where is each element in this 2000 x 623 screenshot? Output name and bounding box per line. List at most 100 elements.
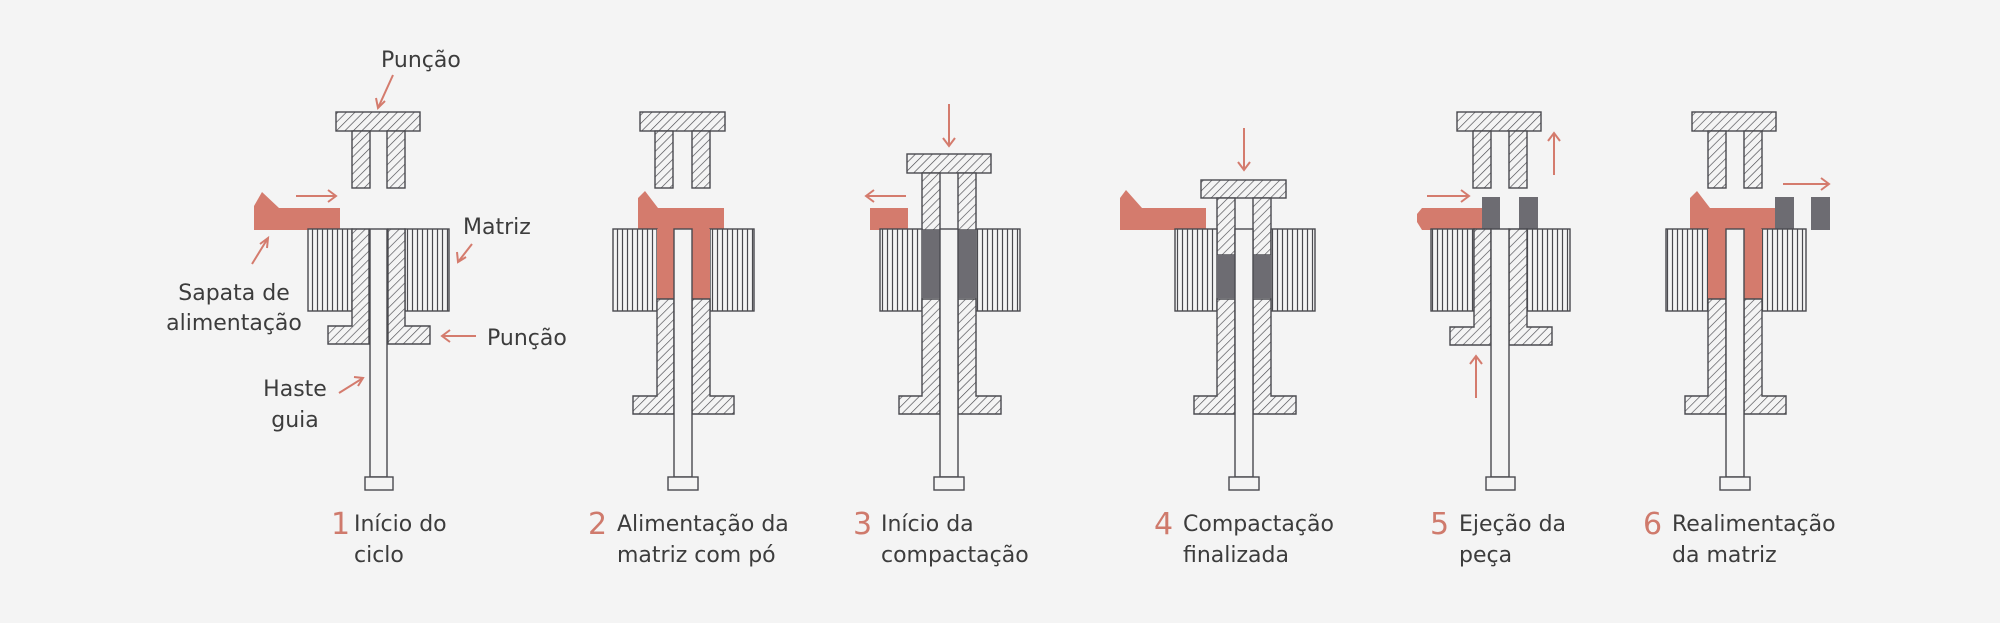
- step-number: 1: [331, 507, 350, 542]
- die-left: [1174, 228, 1218, 312]
- label-die: Matriz: [463, 215, 531, 240]
- ejected-part: [1519, 197, 1538, 230]
- rod-base: [933, 476, 965, 491]
- step-caption-line1: Início do: [354, 512, 447, 537]
- rod-base: [1485, 476, 1516, 491]
- upper-punch-leg: [654, 130, 674, 189]
- lower-punch-left: [632, 298, 675, 415]
- die-left: [1430, 228, 1475, 312]
- lower-punch-left: [1193, 298, 1236, 415]
- label-guide-rod-line1: Haste: [263, 377, 327, 402]
- rod-base: [1228, 476, 1260, 491]
- guide-rod: [939, 228, 959, 478]
- upper-punch-leg: [386, 130, 406, 189]
- upper-punch-plate: [1200, 179, 1287, 199]
- powder-compact: [1253, 255, 1271, 298]
- lower-punch-right: [1743, 298, 1787, 415]
- step-caption-line2: da matriz: [1672, 543, 1777, 568]
- upper-punch-leg: [921, 172, 941, 231]
- lower-punch-right: [1252, 298, 1297, 415]
- die-left: [307, 228, 353, 312]
- step-caption-line1: Realimentação: [1672, 512, 1836, 537]
- lower-punch-left: [327, 228, 370, 345]
- lower-punch-left: [1684, 298, 1727, 415]
- step-number: 6: [1643, 507, 1662, 542]
- feed-shoe: [254, 192, 340, 230]
- upper-punch-plate: [906, 153, 992, 174]
- punch-callout-arrow: [377, 74, 394, 109]
- rod-base: [1719, 476, 1751, 491]
- step-captions: 1 Início do ciclo 2 Alimentação da matri…: [331, 507, 1836, 568]
- guide-rod-callout-arrow: [338, 377, 364, 394]
- label-guide-rod-line2: guia: [271, 408, 319, 433]
- rod-base: [667, 476, 699, 491]
- upper-punch-leg: [1216, 197, 1236, 256]
- step-number: 4: [1154, 507, 1173, 542]
- feed-shoe: [1690, 191, 1776, 230]
- upper-punch-plate: [335, 111, 421, 132]
- ejected-part: [1482, 197, 1500, 230]
- feed-shoe-callout-arrow: [251, 237, 269, 265]
- step-number: 3: [853, 507, 872, 542]
- upper-punch-leg: [957, 172, 977, 231]
- die-right: [1761, 228, 1807, 312]
- die-left: [879, 228, 923, 312]
- upper-punch-leg: [1707, 130, 1727, 189]
- step-caption-line2: ciclo: [354, 543, 404, 568]
- guide-rod: [369, 228, 388, 478]
- die-right: [1526, 228, 1571, 312]
- lower-punch-right: [957, 298, 1002, 415]
- upper-punch-leg: [691, 130, 711, 189]
- step-caption-line2: peça: [1459, 543, 1512, 568]
- stage-1: Punção Matriz Sapata de alimentação Punç…: [166, 48, 567, 491]
- step-caption-line2: compactação: [881, 543, 1029, 568]
- upper-punch-plate: [1691, 111, 1777, 132]
- label-feed-shoe-line2: alimentação: [166, 311, 302, 336]
- upper-punch-leg: [1252, 197, 1272, 256]
- upper-punch-plate: [639, 111, 726, 132]
- upper-punch-leg: [1472, 130, 1492, 189]
- guide-rod: [1490, 228, 1510, 478]
- step-caption-line1: Início da: [881, 512, 974, 537]
- die-right: [1270, 228, 1316, 312]
- powder-compact: [958, 230, 976, 298]
- powder-fill: [1744, 229, 1762, 299]
- rod-base: [364, 476, 394, 491]
- pushed-part: [1811, 197, 1830, 230]
- step-caption-line1: Compactação: [1183, 512, 1334, 537]
- pushed-part: [1775, 197, 1794, 230]
- label-feed-shoe-line1: Sapata de: [178, 281, 290, 306]
- upper-punch-leg: [351, 130, 371, 189]
- label-punch-bottom: Punção: [487, 326, 567, 351]
- feed-shoe: [870, 208, 908, 230]
- stage-4: [1120, 128, 1316, 491]
- powder-compact: [922, 230, 940, 298]
- step-caption-line1: Ejeção da: [1459, 512, 1566, 537]
- powder-fill: [657, 229, 674, 299]
- die-right: [404, 228, 450, 312]
- step-caption-line2: finalizada: [1183, 543, 1289, 568]
- step-caption-line2: matriz com pó: [617, 543, 776, 568]
- upper-punch-leg: [1508, 130, 1528, 189]
- die-callout-arrow: [457, 243, 473, 263]
- upper-punch-leg: [1743, 130, 1763, 189]
- die-right: [709, 228, 755, 312]
- guide-rod: [1725, 228, 1745, 478]
- lower-punch-right: [387, 228, 431, 345]
- step-number: 5: [1430, 507, 1449, 542]
- guide-rod: [673, 228, 693, 478]
- die-left: [612, 228, 658, 312]
- label-punch-top: Punção: [381, 48, 461, 73]
- upper-punch-plate: [1456, 111, 1542, 132]
- stage-3: [864, 104, 1021, 491]
- stage-2: [612, 111, 755, 491]
- lower-punch-right: [691, 298, 735, 415]
- powder-fill: [1708, 229, 1726, 299]
- step-caption-line1: Alimentação da: [617, 512, 789, 537]
- guide-rod: [1234, 228, 1254, 478]
- lower-punch-left: [898, 298, 941, 415]
- feed-shoe: [1120, 190, 1206, 230]
- feed-shoe: [638, 191, 724, 230]
- stage-6: [1665, 111, 1831, 491]
